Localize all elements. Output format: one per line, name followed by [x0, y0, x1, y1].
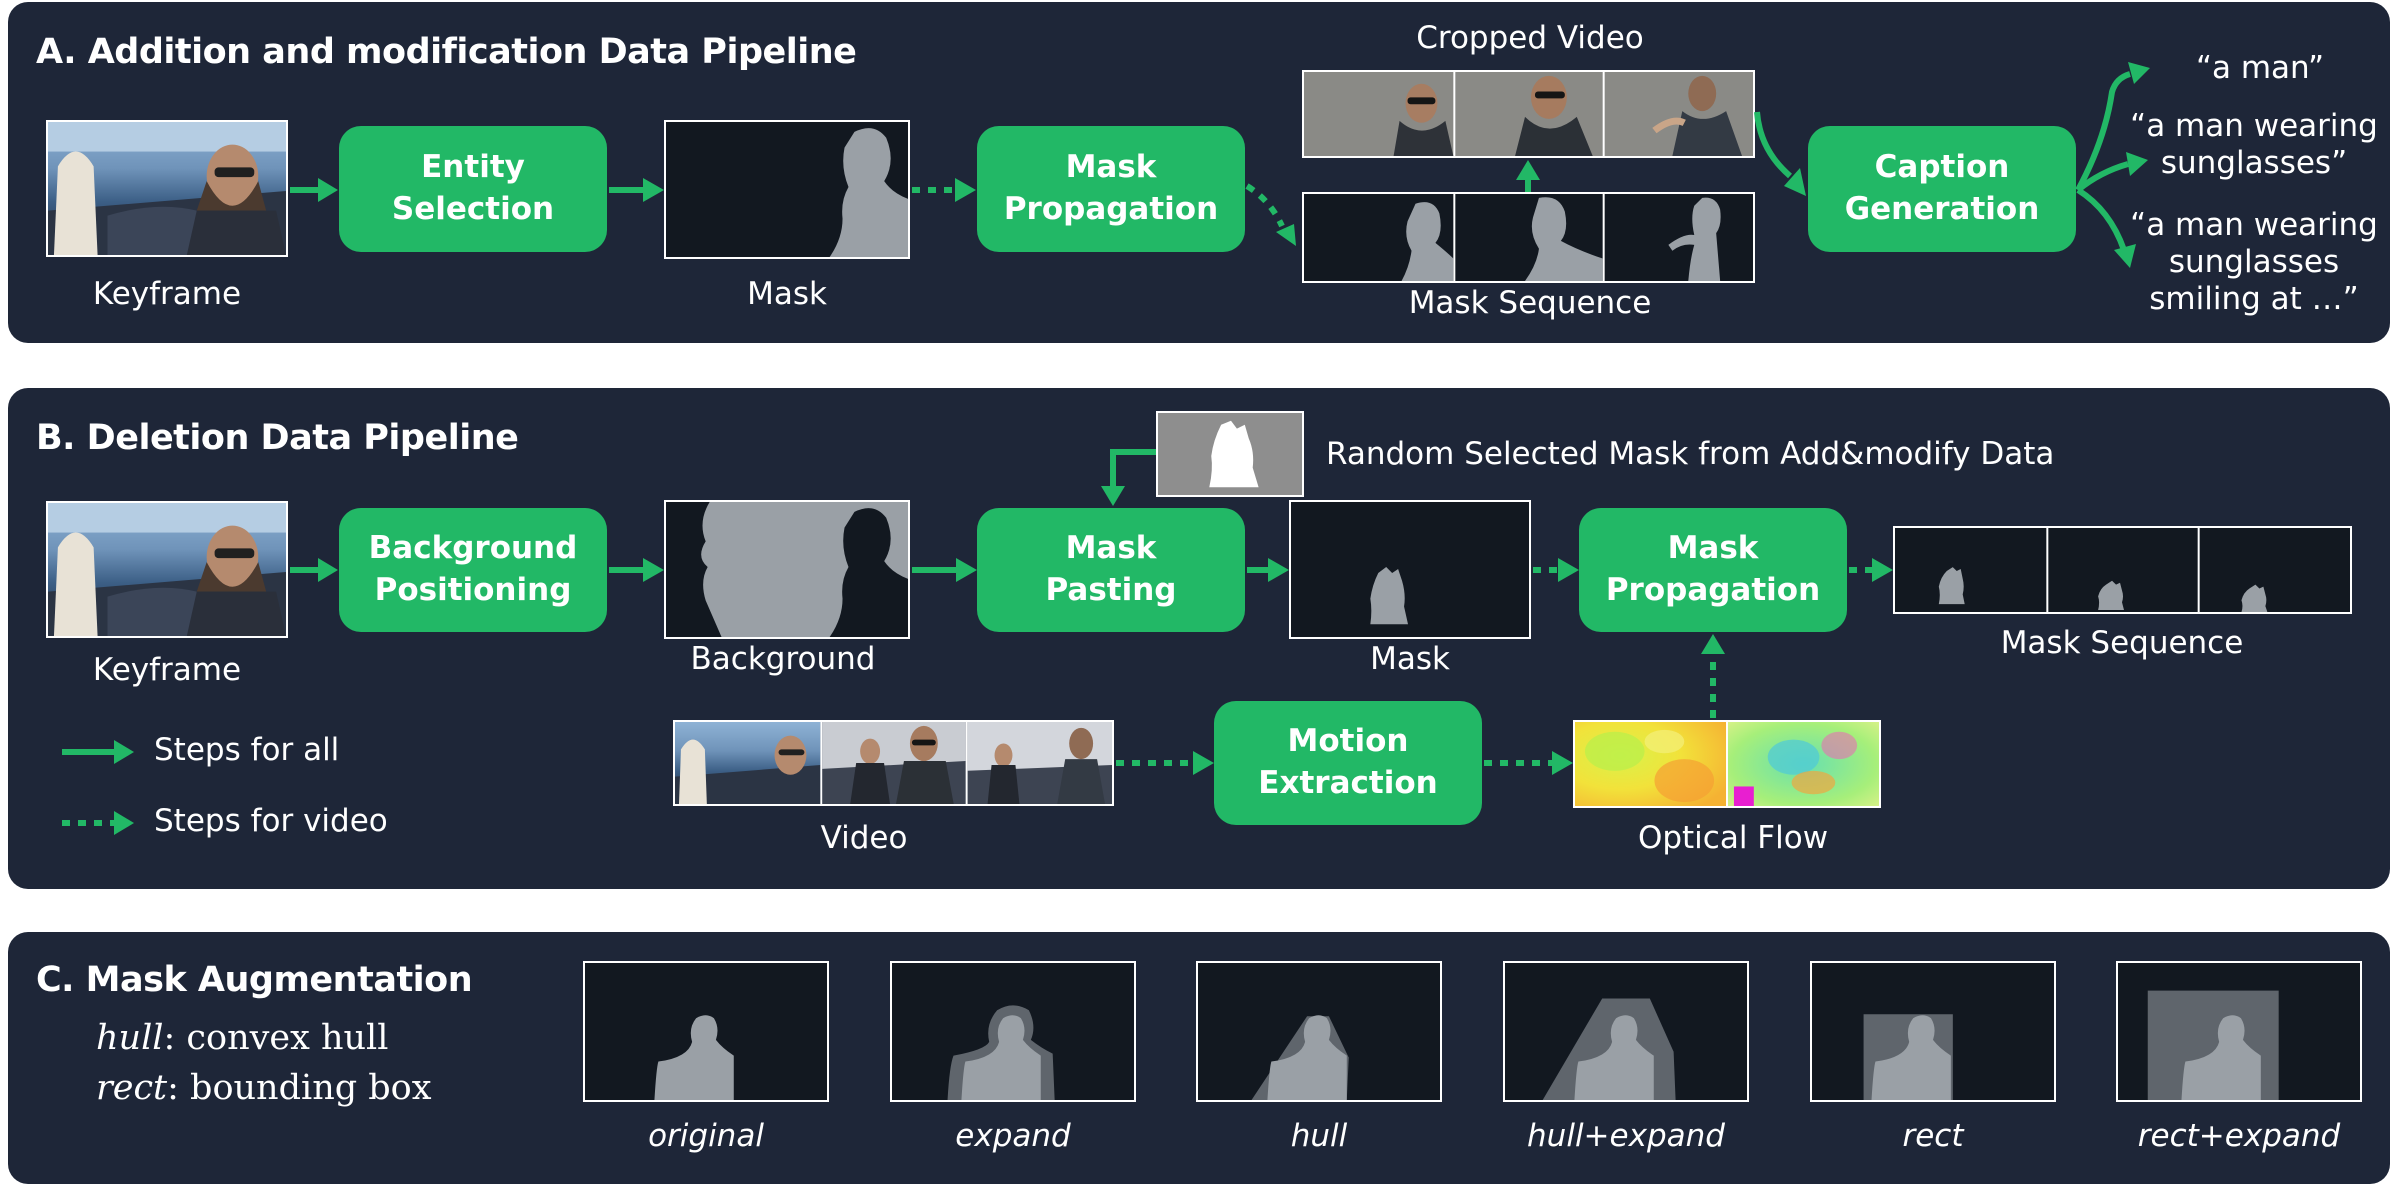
aug-hull-expand-image	[1503, 961, 1749, 1102]
arrow-caption-to-1	[2075, 71, 2131, 192]
caption-2-line1: “a man wearing	[2130, 108, 2378, 144]
background-positioning-line1: Background	[368, 530, 578, 567]
mask-propagation-b-line2: Propagation	[1605, 572, 1821, 608]
caption-3-line2: sunglasses	[2168, 244, 2340, 281]
mask-label-b: Mask	[1370, 641, 1450, 677]
entity-selection-line1: Entity	[421, 149, 525, 186]
aug-rect-expand-image	[2116, 961, 2362, 1102]
cropped-video-strip	[1302, 70, 1755, 158]
caption-1-line1: “a man”	[2195, 50, 2325, 86]
panel-c-title: C. Mask Augmentation	[36, 960, 473, 1000]
arrow-caption-to-3	[2076, 187, 2127, 252]
mask-sequence-strip-b	[1893, 526, 2352, 614]
caption-3-line3: smiling at …”	[2149, 281, 2359, 318]
entity-selection-line2: Selection	[391, 191, 555, 227]
aug-original-label: original	[648, 1118, 764, 1154]
keyframe-label: Keyframe	[92, 276, 242, 312]
mask-image	[664, 120, 910, 259]
def-hull-text: : convex hull	[163, 1018, 389, 1058]
aug-hull-expand-label: hull+expand	[1527, 1118, 1725, 1154]
arrow-propagation-to-maskseq	[1245, 183, 1285, 228]
aug-expand-image	[890, 961, 1136, 1102]
mask-propagation-line2: Propagation	[1003, 191, 1219, 227]
mask-sequence-label-b: Mask Sequence	[2000, 625, 2244, 661]
background-image	[664, 500, 910, 639]
aug-rect-image	[1810, 961, 2056, 1102]
def-rect-text: : bounding box	[167, 1068, 432, 1108]
mask-pasting-line1: Mask	[1065, 530, 1157, 567]
aug-rect-label: rect	[1902, 1118, 1964, 1154]
keyframe-label-b: Keyframe	[92, 652, 242, 688]
legend-dotted-label: Steps for video	[154, 803, 388, 839]
video-strip	[673, 720, 1114, 806]
caption-3-line1: “a man wearing	[2130, 207, 2378, 243]
panel-a-title: A. Addition and modification Data Pipeli…	[36, 32, 857, 72]
optical-flow-label: Optical Flow	[1637, 820, 1829, 856]
optical-flow-image	[1573, 720, 1881, 808]
mask-sequence-label-a: Mask Sequence	[1408, 285, 1652, 321]
def-hull: hull: convex hull	[96, 1018, 388, 1058]
mask-label: Mask	[747, 276, 827, 312]
def-rect-term: rect	[96, 1068, 168, 1108]
video-label: Video	[820, 820, 908, 856]
motion-extraction-line1: Motion	[1287, 723, 1409, 760]
def-rect: rect: bounding box	[96, 1068, 432, 1108]
legend-solid-label: Steps for all	[154, 732, 340, 768]
pasted-mask-image	[1289, 500, 1531, 639]
arrow-random-to-pasting	[1110, 449, 1156, 486]
aug-rect-expand-label: rect+expand	[2137, 1118, 2341, 1154]
cropped-video-label: Cropped Video	[1416, 20, 1644, 56]
def-hull-term: hull	[96, 1018, 164, 1058]
random-mask-label: Random Selected Mask from Add&modify Dat…	[1326, 436, 2055, 472]
caption-2-line2: sunglasses”	[2160, 145, 2348, 182]
aug-hull-image	[1196, 961, 1442, 1102]
mask-propagation-b-line1: Mask	[1667, 530, 1759, 567]
mask-pasting-line2: Pasting	[1045, 572, 1177, 608]
panel-b-title: B. Deletion Data Pipeline	[36, 418, 519, 458]
keyframe-image-b	[46, 501, 288, 638]
caption-generation-line2: Generation	[1844, 191, 2040, 227]
keyframe-image	[46, 120, 288, 257]
aug-expand-label: expand	[955, 1118, 1071, 1154]
aug-original-image	[583, 961, 829, 1102]
caption-1: “a man”	[2160, 50, 2360, 87]
arrow-cropped-to-caption	[1754, 111, 1792, 179]
background-label: Background	[690, 641, 876, 677]
random-mask-image	[1156, 411, 1304, 497]
caption-generation-line1: Caption	[1874, 149, 2010, 186]
arrow-caption-to-2	[2076, 161, 2129, 193]
background-positioning-line2: Positioning	[374, 572, 572, 608]
aug-hull-label: hull	[1290, 1118, 1348, 1154]
mask-propagation-line1: Mask	[1065, 149, 1157, 186]
motion-extraction-line2: Extraction	[1258, 765, 1438, 801]
mask-sequence-strip-a	[1302, 192, 1755, 283]
